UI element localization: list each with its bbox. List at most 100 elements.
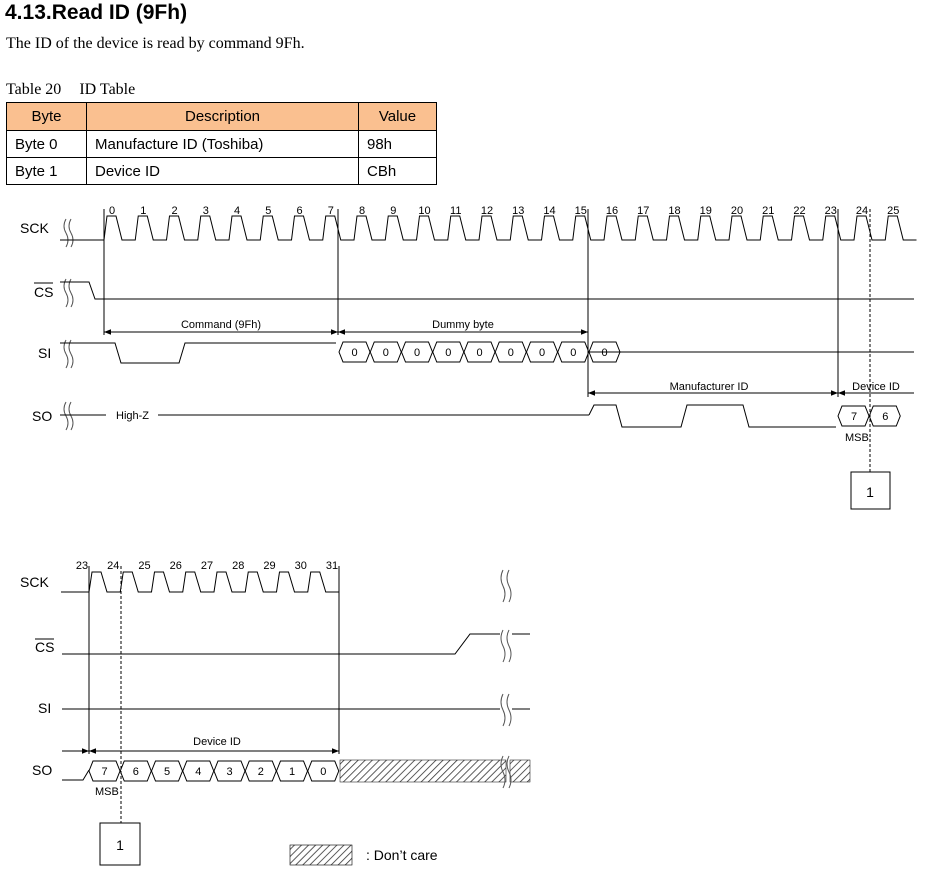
cell-value: 98h: [358, 130, 437, 158]
section-heading: 4.13.Read ID (9Fh): [5, 1, 187, 25]
clock-number: 15: [575, 205, 587, 217]
intro-text: The ID of the device is read by command …: [6, 35, 305, 52]
cs-waveform: [62, 633, 500, 655]
clock-number: 7: [328, 205, 334, 217]
cell-value: CBh: [358, 157, 437, 185]
clock-number: 8: [359, 205, 365, 217]
clock-number: 29: [263, 560, 275, 572]
clock-number: 14: [543, 205, 555, 217]
table-row: Byte 1 Device ID CBh: [6, 157, 437, 185]
bit-cell: [307, 760, 340, 782]
sck-waveform: [60, 215, 917, 241]
bit-value: 3: [226, 766, 232, 778]
clock-number: 22: [793, 205, 805, 217]
signal-si: SI: [38, 700, 51, 716]
break-symbols: [500, 569, 512, 789]
bit-value: 0: [383, 347, 389, 359]
bit-value: 0: [508, 347, 514, 359]
cell-description: Manufacture ID (Toshiba): [86, 130, 359, 158]
table-caption-number: Table 20: [6, 81, 62, 98]
bit-value: 0: [320, 766, 326, 778]
clock-number: 12: [481, 205, 493, 217]
bit-value: 2: [258, 766, 264, 778]
clock-number: 18: [668, 205, 680, 217]
signal-sck: SCK: [20, 220, 49, 236]
signal-so: SO: [32, 762, 52, 778]
break-symbols: [63, 218, 74, 431]
clock-number: 17: [637, 205, 649, 217]
clock-number: 10: [418, 205, 430, 217]
bit-value: 5: [164, 766, 170, 778]
dont-care-region-tail: [509, 759, 531, 783]
header-description: Description: [86, 102, 359, 131]
id-table: Byte Description Value Byte 0 Manufactur…: [6, 102, 437, 185]
bit-value: 0: [539, 347, 545, 359]
bit-value: 7: [101, 766, 107, 778]
clock-number: 2: [171, 205, 177, 217]
clock-number: 26: [170, 560, 182, 572]
signal-cs: CS: [35, 639, 54, 655]
sck-waveform: [61, 571, 339, 593]
marker-number: 1: [116, 837, 124, 853]
bit-value: 0: [445, 347, 451, 359]
command-label: Command (9Fh): [181, 319, 261, 331]
section-title: Read ID (9Fh): [51, 1, 188, 24]
clock-number: 24: [856, 205, 868, 217]
clock-number: 25: [138, 560, 150, 572]
bit-value: 0: [601, 347, 607, 359]
header-byte: Byte: [6, 102, 87, 131]
bit-value: 6: [133, 766, 139, 778]
so-start: [62, 769, 90, 781]
cs-waveform: [60, 281, 914, 300]
marker-box: [99, 822, 141, 866]
clock-number: 6: [296, 205, 302, 217]
clock-number: 20: [731, 205, 743, 217]
bit-value: 0: [351, 347, 357, 359]
clock-number: 1: [140, 205, 146, 217]
table-caption: Table 20 ID Table: [6, 81, 135, 99]
clock-number: 31: [326, 560, 338, 572]
signal-cs: CS: [34, 284, 53, 300]
signal-si: SI: [38, 345, 51, 361]
id-table-header-row: Byte Description Value: [6, 102, 437, 131]
device-label: Device ID: [852, 381, 900, 393]
section-number: 4.13.: [5, 1, 52, 24]
clock-number: 28: [232, 560, 244, 572]
clock-number: 11: [450, 205, 461, 217]
marker-box: [850, 471, 891, 510]
signal-so: SO: [32, 408, 52, 424]
clock-number: 30: [295, 560, 307, 572]
cell-byte: Byte 1: [6, 157, 87, 185]
clock-number: 25: [887, 205, 899, 217]
cell-description: Device ID: [86, 157, 359, 185]
bit-value: 0: [476, 347, 482, 359]
clock-number: 19: [700, 205, 712, 217]
dont-care-region: [339, 759, 507, 783]
bit-value: 0: [570, 347, 576, 359]
dont-care-legend: : Don’t care: [366, 847, 438, 863]
bit-cell: [868, 405, 901, 427]
clock-number: 16: [606, 205, 618, 217]
marker-number: 1: [866, 484, 874, 500]
si-waveform: [60, 342, 336, 364]
clock-number: 3: [203, 205, 209, 217]
device-label: Device ID: [193, 736, 241, 748]
clock-number: 21: [762, 205, 774, 217]
bit-value: 0: [414, 347, 420, 359]
clock-number: 4: [234, 205, 240, 217]
table-caption-title: ID Table: [79, 81, 136, 98]
clock-number: 5: [265, 205, 271, 217]
clock-number: 27: [201, 560, 213, 572]
bit-value: 1: [289, 766, 295, 778]
manufacturer-waveform: [588, 404, 836, 428]
clock-number: 0: [109, 205, 115, 217]
bit-value: 7: [851, 411, 857, 423]
clock-number: 23: [825, 205, 837, 217]
dummy-label: Dummy byte: [432, 319, 494, 331]
dummy-byte-bits: 0 0 0 0 0 0 0 0 0: [338, 341, 621, 363]
